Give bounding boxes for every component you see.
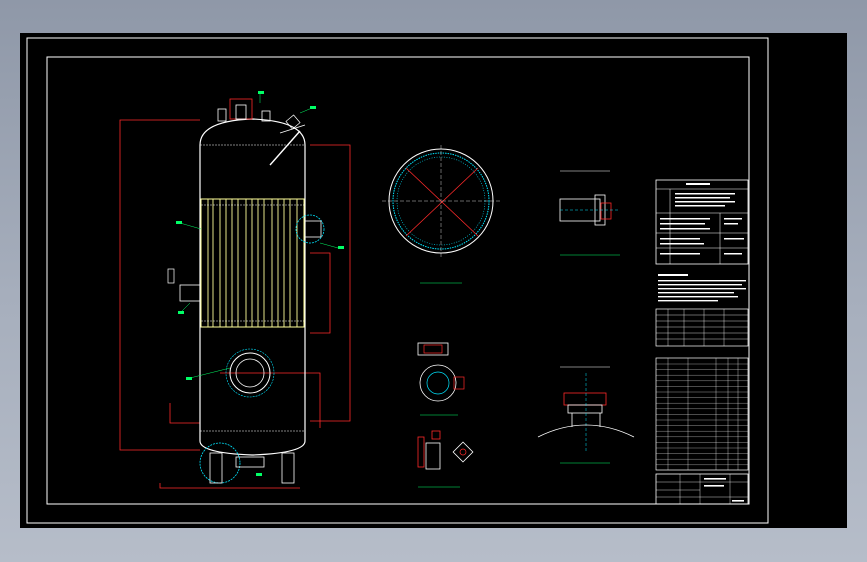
nozzle-table — [655, 308, 749, 347]
top-nozzle — [235, 104, 247, 120]
engineering-drawing — [26, 37, 769, 524]
support-detail-cap — [431, 430, 441, 440]
support-leg-left — [209, 452, 223, 484]
tube-bundle-outline — [200, 198, 305, 328]
top-nozzle-left — [217, 108, 227, 122]
flange-detail-bore — [426, 371, 450, 395]
manhole-detail-view — [537, 366, 635, 464]
side-nozzle-right — [304, 220, 322, 238]
diagonal-inlet-pipe — [269, 130, 301, 166]
tube-sheet-cross-b — [405, 167, 479, 237]
support-detail-left — [417, 436, 425, 468]
parts-list-rows — [656, 363, 748, 465]
tube-bundle-tubes — [207, 199, 298, 327]
manhole-detail-neck — [567, 404, 603, 414]
inner-dimension-line — [310, 252, 331, 334]
nozzle-detail-view — [559, 170, 620, 256]
overall-height-dimension — [119, 119, 200, 451]
support-detail-plate — [452, 441, 474, 463]
inner-drawing-frame — [46, 56, 750, 505]
lower-left-dimension — [169, 403, 200, 424]
top-nozzle-right — [261, 110, 271, 122]
leader-lines — [179, 93, 339, 379]
manhole-outer — [229, 352, 271, 394]
main-title-grid — [656, 474, 748, 504]
cad-viewport[interactable] — [20, 33, 847, 528]
outer-drawing-frame — [26, 37, 769, 524]
side-nozzle-detail-circle — [295, 214, 325, 244]
side-nozzle-left — [179, 284, 201, 302]
manhole-detail-cover — [563, 392, 607, 406]
top-nozzle-flange — [229, 98, 253, 120]
flange-detail-top-inner — [423, 344, 443, 354]
parts-list-grid — [667, 358, 739, 470]
tube-bundle-baffles — [201, 204, 304, 322]
bottom-outlet — [235, 456, 265, 468]
design-data-text-blocks — [660, 183, 744, 255]
manhole-dimension — [220, 372, 321, 428]
parts-list-table — [655, 357, 749, 471]
technical-requirements-text — [658, 274, 746, 302]
main-title-text-blocks — [704, 478, 744, 502]
title-block — [655, 179, 749, 505]
base-dimension — [159, 483, 300, 489]
manhole-inner — [235, 358, 265, 388]
tube-sheet-view — [382, 145, 500, 284]
main-title-box — [655, 473, 749, 505]
right-dimension-line — [310, 144, 351, 422]
flange-detail-top — [417, 342, 449, 356]
support-leg-right — [281, 452, 295, 484]
support-detail-bolt — [459, 448, 467, 456]
manhole-detail-shell-arc — [537, 424, 635, 438]
nozzle-detail-gasket — [600, 202, 612, 220]
flange-detail-circle — [419, 364, 457, 402]
manhole-detail-circle — [225, 348, 275, 398]
support-detail-circle — [199, 442, 241, 484]
flange-detail-view — [417, 342, 465, 416]
vessel-elevation-view — [119, 91, 351, 489]
design-data-table — [655, 179, 749, 265]
nozzle-table-grid — [656, 309, 748, 346]
support-detail-body — [425, 442, 441, 470]
support-detail-view — [417, 430, 474, 488]
leader-tags — [176, 91, 344, 476]
side-nozzle-left-upper — [167, 268, 175, 284]
flange-detail-tab — [453, 376, 465, 390]
angled-flange — [285, 114, 301, 130]
vessel-shell — [199, 118, 306, 456]
